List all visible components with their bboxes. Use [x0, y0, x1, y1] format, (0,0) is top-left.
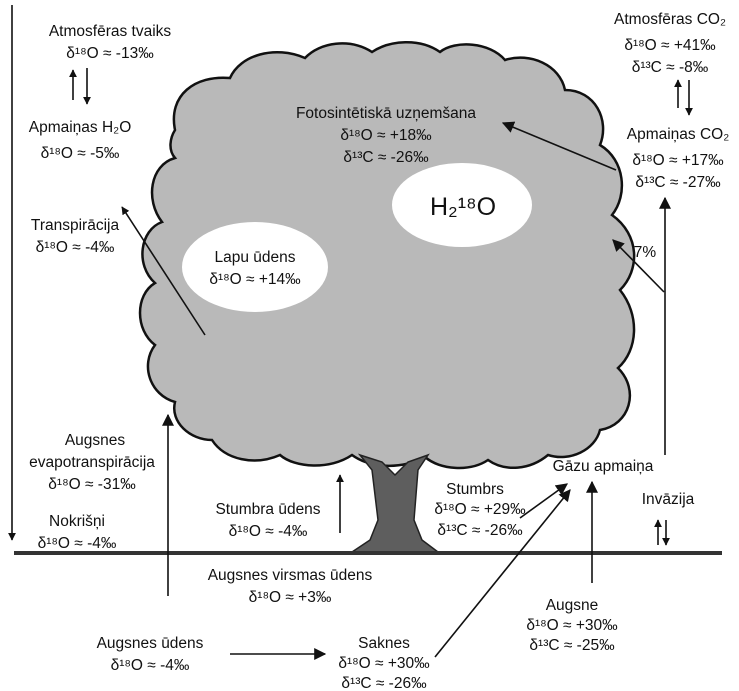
co2-exchange-label: Apmaiņas CO₂ δ¹⁸O ≈ +17‰ δ¹³C ≈ -27‰: [627, 126, 730, 191]
leaf-water-ellipse: [182, 222, 328, 312]
tree-trunk: [349, 453, 441, 553]
stem-water-value: δ¹⁸O ≈ -4‰: [229, 523, 308, 540]
precipitation-label: Nokrišņi δ¹⁸O ≈ -4‰: [38, 513, 117, 552]
stem-label: Stumbrs δ¹⁸O ≈ +29‰ δ¹³C ≈ -26‰: [434, 481, 526, 539]
soil-surface-water-title: Augsnes virsmas ūdens: [208, 567, 373, 584]
photosynthesis-value-o: δ¹⁸O ≈ +18‰: [340, 127, 432, 144]
co2-exchange-value-c: δ¹³C ≈ -27‰: [635, 174, 721, 191]
tree-canopy: [138, 41, 636, 470]
soil-surface-water-label: Augsnes virsmas ūdens δ¹⁸O ≈ +3‰: [208, 567, 373, 606]
photosynthesis-label: Fotosintētiskā uzņemšana δ¹⁸O ≈ +18‰ δ¹³…: [296, 105, 476, 166]
stem-water-label: Stumbra ūdens δ¹⁸O ≈ -4‰: [215, 501, 320, 540]
stem-value-o: δ¹⁸O ≈ +29‰: [434, 501, 526, 518]
soil-surface-water-value: δ¹⁸O ≈ +3‰: [249, 589, 332, 606]
transpiration-title: Transpirācija: [31, 217, 120, 234]
co2-photosynthesis-arrow: [501, 121, 617, 171]
atm-vapor-title: Atmosfēras tvaiks: [49, 23, 172, 40]
soil-water-value: δ¹⁸O ≈ -4‰: [111, 657, 190, 674]
co2-exchange-value-o: δ¹⁸O ≈ +17‰: [632, 152, 724, 169]
h2-18o-label: H₂¹⁸O: [430, 193, 496, 221]
leaf-water-title: Lapu ūdens: [214, 249, 295, 266]
co2-exchange-title: Apmaiņas CO₂: [627, 126, 730, 143]
soil-label: Augsne δ¹⁸O ≈ +30‰ δ¹³C ≈ -25‰: [526, 597, 618, 654]
roots-label: Saknes δ¹⁸O ≈ +30‰ δ¹³C ≈ -26‰: [338, 635, 430, 691]
h2o-exchange-title: Apmaiņas H₂O: [29, 119, 132, 136]
precipitation-value: δ¹⁸O ≈ -4‰: [38, 535, 117, 552]
roots-title: Saknes: [358, 635, 410, 652]
transpiration-label: Transpirācija δ¹⁸O ≈ -4‰: [31, 217, 120, 256]
soil-title: Augsne: [546, 597, 599, 614]
seven-percent-arrow: [612, 239, 665, 293]
soil-value-o: δ¹⁸O ≈ +30‰: [526, 617, 618, 634]
leaf-water-label: Lapu ūdens δ¹⁸O ≈ +14‰: [209, 249, 301, 288]
atm-co2-value-c: δ¹³C ≈ -8‰: [632, 59, 709, 76]
h2-18o-ellipse: [392, 163, 532, 247]
invasion-title: Invāzija: [642, 491, 695, 508]
h2o-exchange-label: Apmaiņas H₂O δ¹⁸O ≈ -5‰: [29, 119, 132, 162]
atm-co2-value-o: δ¹⁸O ≈ +41‰: [624, 37, 716, 54]
photosynthesis-value-c: δ¹³C ≈ -26‰: [343, 149, 429, 166]
stem-value-c: δ¹³C ≈ -26‰: [437, 522, 523, 539]
stem-gas-arrow: [519, 483, 568, 519]
roots-value-o: δ¹⁸O ≈ +30‰: [338, 655, 430, 672]
transpiration-arrow: [121, 206, 206, 336]
soil-evap-title-1: Augsnes: [65, 432, 126, 449]
atm-co2-title: Atmosfēras CO₂: [614, 11, 726, 28]
atm-vapor-value: δ¹⁸O ≈ -13‰: [66, 45, 154, 62]
arrows: [8, 5, 693, 660]
stem-title: Stumbrs: [446, 481, 504, 498]
soil-water-title: Augsnes ūdens: [97, 635, 204, 652]
soil-evapotranspiration-label: Augsnes evapotranspirācija δ¹⁸O ≈ -31‰: [29, 432, 155, 493]
atm-co2-label: Atmosfēras CO₂ δ¹⁸O ≈ +41‰ δ¹³C ≈ -8‰: [614, 11, 726, 76]
leaf-water-value: δ¹⁸O ≈ +14‰: [209, 271, 301, 288]
soil-value-c: δ¹³C ≈ -25‰: [529, 637, 615, 654]
soil-evap-title-2: evapotranspirācija: [29, 454, 155, 471]
transpiration-value: δ¹⁸O ≈ -4‰: [36, 239, 115, 256]
gas-exchange-title: Gāzu apmaiņa: [553, 458, 654, 475]
soil-water-label: Augsnes ūdens δ¹⁸O ≈ -4‰: [97, 635, 204, 674]
photosynthesis-title: Fotosintētiskā uzņemšana: [296, 105, 476, 122]
stem-water-title: Stumbra ūdens: [215, 501, 320, 518]
h2o-exchange-value: δ¹⁸O ≈ -5‰: [41, 145, 120, 162]
seven-percent-label: 7%: [634, 244, 657, 261]
roots-gas-arrow: [434, 489, 571, 658]
precipitation-title: Nokrišņi: [49, 513, 105, 530]
soil-evap-value: δ¹⁸O ≈ -31‰: [48, 476, 136, 493]
atm-vapor-label: Atmosfēras tvaiks δ¹⁸O ≈ -13‰: [49, 23, 172, 62]
roots-value-c: δ¹³C ≈ -26‰: [341, 675, 427, 691]
